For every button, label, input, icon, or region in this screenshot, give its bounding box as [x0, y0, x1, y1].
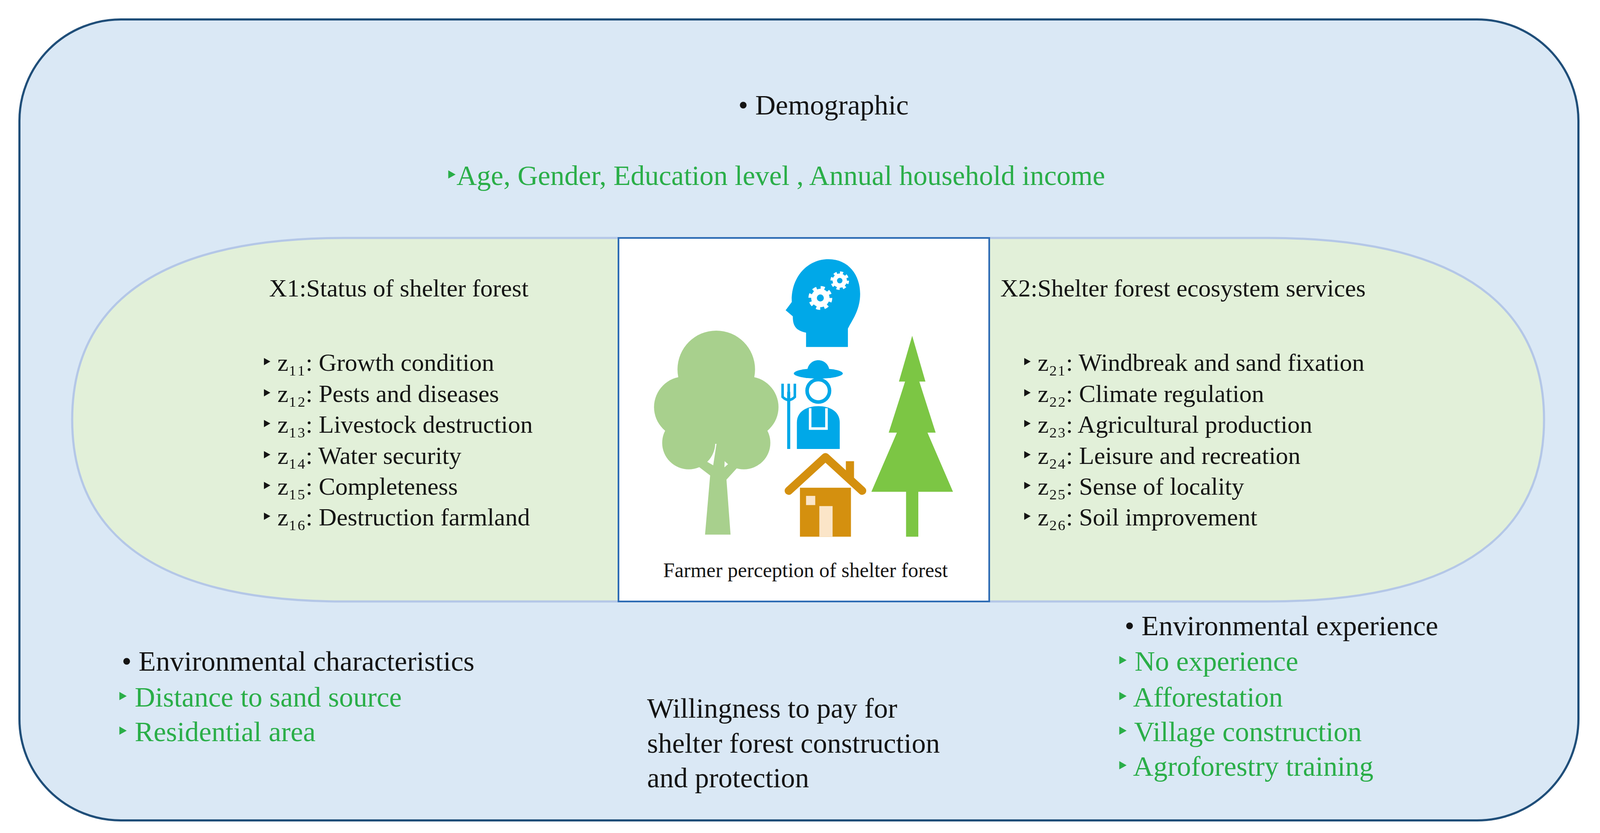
- icon-part: [788, 457, 863, 491]
- factor-item: ‣ z₁₆: Destruction farmland: [262, 501, 531, 533]
- group-title: X1:Status of shelter forest: [269, 272, 529, 304]
- factor-item: ‣ Village construction: [1117, 714, 1362, 749]
- icon-part: [832, 273, 847, 288]
- factor-item: ‣ z₁₄: Water security: [262, 440, 462, 471]
- group-title: X2:Shelter forest ecosystem services: [1000, 272, 1366, 304]
- illustration: [619, 238, 992, 604]
- outcome-text: Willingness to pay for shelter forest co…: [647, 690, 959, 795]
- icon-part: [810, 287, 831, 308]
- factor-list: ‣Age, Gender, Education level , Annual h…: [446, 158, 1106, 193]
- group-heading: • Environmental characteristics: [121, 643, 475, 679]
- icon-part: [832, 272, 848, 289]
- icon-part: [785, 259, 860, 347]
- icon-part: [816, 294, 824, 302]
- box-caption: Farmer perception of shelter forest: [663, 557, 948, 583]
- icon-part: [797, 406, 840, 449]
- factor-item: ‣ z₂₂: Climate regulation: [1022, 378, 1265, 409]
- group-heading: • Environmental experience: [1124, 608, 1439, 643]
- group-heading: • Demographic: [738, 87, 909, 123]
- factor-item: ‣ Distance to sand source: [117, 679, 402, 715]
- outer-frame: X1:Status of shelter forest ‣ z₁₁: Growth…: [18, 18, 1580, 822]
- icon-part: [810, 407, 827, 429]
- factor-item: ‣ z₁₃: Livestock destruction: [262, 409, 533, 440]
- factor-item: ‣ z₂₅: Sense of locality: [1022, 471, 1245, 502]
- factor-item: ‣ z₂₃: Agricultural production: [1022, 409, 1313, 440]
- icon-part: [807, 379, 830, 403]
- icon-part: [800, 487, 851, 537]
- icon-part: [679, 370, 754, 444]
- services-panel: X2:Shelter forest ecosystem services ‣ z₂…: [990, 237, 1545, 603]
- farmer-icons: [653, 259, 953, 537]
- icon-part: [837, 278, 843, 284]
- factor-item: ‣ z₁₂: Pests and diseases: [262, 378, 499, 409]
- factor-item: ‣ Residential area: [117, 714, 316, 749]
- factor-item: ‣ Afforestation: [1117, 679, 1284, 715]
- icon-part: [819, 506, 833, 537]
- factor-item: ‣ Agroforestry training: [1117, 748, 1374, 784]
- panel-outline: [72, 237, 618, 602]
- icon-part: [782, 383, 795, 400]
- factor-item: ‣ No experience: [1117, 643, 1299, 679]
- perception-box: Farmer perception of shelter forest: [617, 237, 991, 603]
- icon-part: [811, 288, 830, 308]
- icon-part: [805, 495, 816, 505]
- status-panel: X1:Status of shelter forest ‣ z₁₁: Growth…: [71, 237, 618, 603]
- factor-item: ‣ z₁₅: Completeness: [262, 471, 458, 502]
- panel-outline: [990, 237, 1545, 602]
- icon-part: [871, 335, 953, 492]
- factor-item: ‣ z₂₁: Windbreak and sand fixation: [1022, 347, 1365, 378]
- factor-item: ‣ z₂₄: Leisure and recreation: [1022, 440, 1301, 471]
- factor-item: ‣ z₁₁: Growth condition: [262, 347, 495, 378]
- icon-part: [905, 489, 919, 537]
- factor-item: ‣ z₂₆: Soil improvement: [1022, 501, 1258, 533]
- icon-part: [794, 368, 844, 379]
